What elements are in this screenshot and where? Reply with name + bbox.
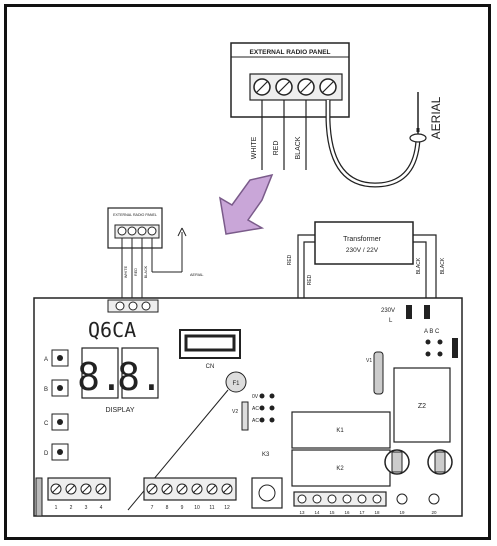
mid-terminal-9: 9 <box>181 505 184 511</box>
fuse-icon <box>225 371 247 393</box>
small-wire-label-red: RED <box>134 268 138 276</box>
display-digit-2: 8. <box>117 355 163 399</box>
seven-segment-display: 8. 8. <box>77 347 163 399</box>
external-radio-panel-title: EXTERNAL RADIO PANEL <box>249 49 330 56</box>
right-small-label-20: 20 <box>431 510 437 515</box>
radio-wire-label-red: RED <box>273 141 280 156</box>
jumper-label-ac2: AC <box>252 418 259 424</box>
transformer-jumpers: 0V AC AC <box>252 393 275 424</box>
terminal-block-left: 1 2 3 4 <box>47 477 111 511</box>
transformer-wire-left-a: RED <box>287 254 293 265</box>
side-buttons: A B C D <box>44 349 69 461</box>
external-radio-panel: EXTERNAL RADIO PANEL WHITE RED BLACK <box>230 42 421 188</box>
terminal-block-middle: 7 8 9 10 11 12 <box>143 477 237 511</box>
transformer-wire-right-a: BLACK <box>416 257 422 274</box>
right-terminal-17: 17 <box>359 510 365 515</box>
aerial-label: AERIAL <box>429 96 443 139</box>
radio-terminal-screws <box>253 78 337 96</box>
mid-terminal-12: 12 <box>224 505 230 511</box>
relay-z2-label: Z2 <box>418 403 426 410</box>
side-button-c: C <box>44 421 49 427</box>
small-radio-panel-title: EXTERNAL RADIO PANEL <box>113 213 157 217</box>
right-terminal-16: 16 <box>344 510 350 515</box>
right-terminal-18: 18 <box>374 510 380 515</box>
side-button-b: B <box>44 387 48 393</box>
mid-terminal-8: 8 <box>166 505 169 511</box>
right-terminal-14: 14 <box>314 510 320 515</box>
control-board: Q6CA 8. 8. DISPLAY A B C D CN F1 <box>33 297 463 517</box>
small-wire-label-black: BLACK <box>144 265 148 278</box>
power-sub-label: L <box>389 318 393 324</box>
abc-jumpers <box>425 338 458 358</box>
terminal-block-right: 13 14 15 16 17 18 <box>293 491 387 515</box>
small-radio-panel: EXTERNAL RADIO PANEL WHITE RED BLACK AER… <box>107 207 204 300</box>
display-label: DISPLAY <box>105 407 134 414</box>
v1-label: V1 <box>366 358 372 364</box>
right-terminal-13: 13 <box>299 510 305 515</box>
mid-terminal-10: 10 <box>194 505 200 511</box>
transformer-wire-left-b: RED <box>307 274 313 285</box>
radio-wire-label-black: BLACK <box>295 136 302 159</box>
relay-k3-label: K3 <box>262 452 270 458</box>
cn-connector: CN <box>179 329 241 370</box>
jumper-label-0v: 0V <box>252 394 259 400</box>
transformer-rating: 230V / 22V <box>346 247 379 254</box>
left-terminal-4: 4 <box>100 505 103 511</box>
zoom-arrow-icon <box>218 173 274 235</box>
aerial-antenna: AERIAL <box>409 92 443 143</box>
relay-k2-label: K2 <box>336 466 344 472</box>
transformer-title: Transformer <box>343 236 382 243</box>
small-wire-label-white: WHITE <box>124 265 128 278</box>
cn-label: CN <box>206 364 215 370</box>
side-button-d: D <box>44 451 49 457</box>
v2-label: V2 <box>232 409 238 415</box>
left-terminal-2: 2 <box>70 505 73 511</box>
board-model-label: Q6CA <box>88 318 136 342</box>
right-small-label-19: 19 <box>399 510 405 515</box>
transformer: Transformer 230V / 22V RED RED BLACK BLA… <box>272 221 446 409</box>
right-terminal-15: 15 <box>329 510 335 515</box>
left-terminal-3: 3 <box>85 505 88 511</box>
mid-terminal-7: 7 <box>151 505 154 511</box>
left-terminal-1: 1 <box>55 505 58 511</box>
small-aerial-label: AERIAL <box>190 273 204 277</box>
jumper-label-ac1: AC <box>252 406 259 412</box>
mid-terminal-11: 11 <box>209 505 214 511</box>
power-label: 230V <box>381 308 395 314</box>
side-button-a: A <box>44 357 48 363</box>
fuse-label: F1 <box>232 381 240 387</box>
display-digit-1: 8. <box>77 355 123 399</box>
abc-label: A B C <box>424 329 440 335</box>
transformer-wire-right-b: BLACK <box>440 257 446 274</box>
relay-k1-label: K1 <box>336 428 344 434</box>
radio-wire-label-white: WHITE <box>251 136 258 159</box>
